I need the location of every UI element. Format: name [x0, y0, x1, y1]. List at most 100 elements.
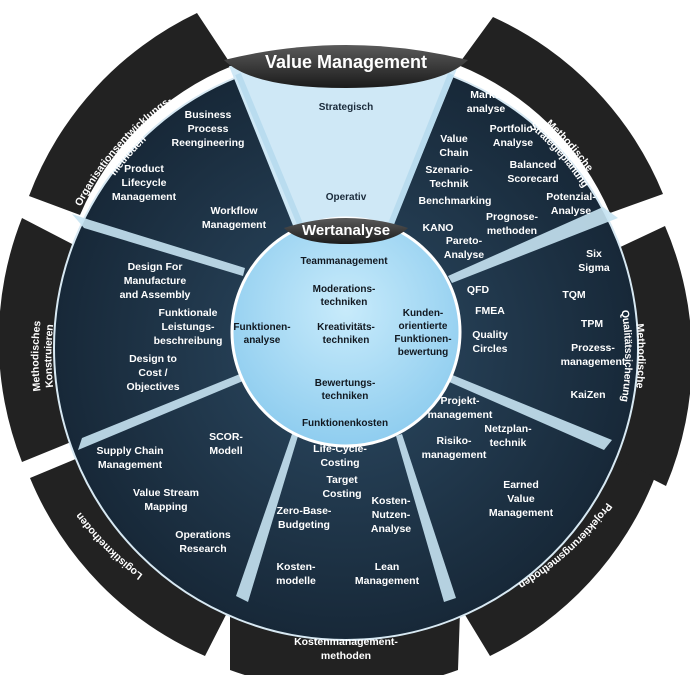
label-markt-line: Markt- — [470, 89, 502, 101]
label-risiko-line: management — [422, 449, 487, 461]
label-kano: KANO — [423, 222, 454, 234]
label-pareto-line: Pareto- — [446, 235, 483, 247]
segment-label-qual-1: Methodische — [633, 323, 647, 389]
label-benchmarking-line: Benchmarking — [419, 195, 492, 207]
label-target-line: Target — [326, 474, 358, 486]
label-moderation-line: techniken — [321, 297, 368, 308]
core-labels: TeammanagementModerations-technikenKreat… — [233, 256, 451, 429]
label-markt: Markt-analyse — [467, 89, 506, 115]
svg-text:Methodische: Methodische — [633, 323, 647, 389]
label-kaizen: KaiZen — [570, 389, 605, 401]
label-moderation: Moderations-techniken — [313, 284, 376, 308]
label-scm-line: Supply Chain — [96, 445, 163, 457]
value-management-title: Value Management — [265, 52, 427, 72]
label-lb-line: Leistungs- — [161, 321, 215, 333]
label-plm-line: Lifecycle — [122, 177, 167, 189]
label-dfma-line: and Assembly — [120, 289, 191, 301]
label-dtc-line: Objectives — [126, 381, 179, 393]
label-netzplan-line: Netzplan- — [484, 423, 532, 435]
label-lean-line: Lean — [375, 561, 400, 573]
label-scm-line: Management — [98, 459, 163, 471]
label-potenzial: Potenzial- Analyse — [546, 191, 596, 217]
segment-label-kosten-2: methoden — [321, 650, 371, 662]
label-potenzial-line: Potenzial- — [546, 191, 596, 203]
label-potenzial-line: Analyse — [551, 205, 591, 217]
label-kaizen-line: KaiZen — [570, 389, 605, 401]
operative-label: Operativ — [326, 192, 367, 203]
label-kna-line: Analyse — [371, 523, 411, 535]
label-lcc-line: Life-Cycle- — [313, 443, 367, 455]
label-szenario-line: Technik — [430, 178, 469, 190]
label-bpr-line: Business — [185, 109, 232, 121]
label-moderation-line: Moderations- — [313, 284, 376, 295]
segment-label-konstr-1: Methodisches — [29, 320, 43, 392]
label-netzplan: Netzplan-technik — [484, 423, 532, 449]
svg-text:Konstruieren: Konstruieren — [42, 324, 56, 389]
label-qc-line: Circles — [472, 343, 507, 355]
label-kna: Kosten-Nutzen-Analyse — [371, 495, 411, 535]
label-bpr-line: Process — [188, 123, 229, 135]
label-szenario-line: Szenario- — [425, 164, 473, 176]
label-dtc-line: Cost / — [138, 367, 167, 379]
wertanalyse-badge — [284, 218, 408, 244]
label-szenario: Szenario- Technik — [425, 164, 473, 190]
label-fmea-line: FMEA — [475, 305, 505, 317]
label-prognose-line: methoden — [487, 225, 537, 237]
label-projektm: Projekt-management — [428, 395, 493, 421]
label-portfolio-line: Analyse — [493, 137, 533, 149]
label-target-line: Costing — [322, 488, 361, 500]
label-markt-line: analyse — [467, 103, 506, 115]
label-kna-line: Nutzen- — [372, 509, 411, 521]
segment-label-qual-2: Qualitätssicherung — [618, 309, 634, 403]
label-portfolio: Portfolio-Analyse — [490, 123, 537, 149]
label-sixsigma-line: Six — [586, 248, 602, 260]
label-zbb-line: Zero-Base- — [277, 505, 332, 517]
label-vsm-line: Value Stream — [133, 487, 199, 499]
svg-text:Methodisches: Methodisches — [29, 320, 43, 392]
label-bewertung: Bewertungs-techniken — [315, 378, 376, 402]
label-dfma-line: Design For — [128, 261, 183, 273]
label-tqm: TQM — [562, 289, 586, 301]
label-workflow-line: Workflow — [210, 205, 258, 217]
label-kundenorientiert-line: bewertung — [398, 347, 449, 358]
wertanalyse-title: Wertanalyse — [302, 222, 390, 239]
label-prozess-line: Prozess- — [571, 342, 615, 354]
label-pareto-line: Analyse — [444, 249, 484, 261]
label-bewertung-line: techniken — [322, 391, 369, 402]
label-kreativitaet-line: techniken — [323, 335, 370, 346]
label-scor-line: SCOR- — [209, 431, 243, 443]
label-qfd: QFD — [467, 284, 490, 296]
label-risiko-line: Risiko- — [436, 435, 472, 447]
label-lean-line: Management — [355, 575, 420, 587]
label-projektm-line: management — [428, 409, 493, 421]
label-scor-line: Modell — [209, 445, 242, 457]
label-sixsigma-line: Sigma — [578, 262, 610, 274]
label-teammanagement: Teammanagement — [300, 256, 388, 267]
label-pareto: Pareto- Analyse — [444, 235, 484, 261]
label-zbb-line: Budgeting — [278, 519, 330, 531]
label-funktionenanalyse-line: analyse — [244, 335, 281, 346]
label-zbb: Zero-Base- Budgeting — [277, 505, 332, 531]
label-kostenmodelle-line: modelle — [276, 575, 316, 587]
label-lb-line: beschreibung — [154, 335, 223, 347]
label-kundenorientiert-line: orientierte — [399, 321, 448, 332]
label-benchmarking: Benchmarking — [419, 195, 492, 207]
label-valuechain-line: Value — [440, 133, 468, 145]
label-prozess-line: management — [561, 356, 626, 368]
